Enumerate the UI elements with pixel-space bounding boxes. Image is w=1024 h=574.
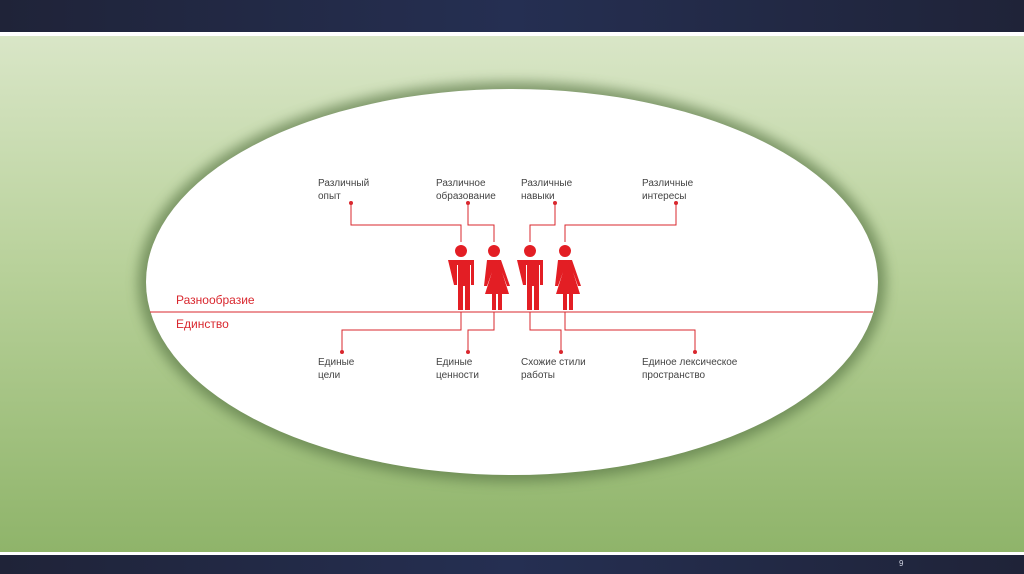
top-label: навыки — [521, 191, 555, 202]
bottom-label: Схожие стили — [521, 357, 586, 368]
man-head-icon — [455, 245, 467, 257]
woman-head-icon — [559, 245, 571, 257]
bottom-label: Единое лексическое — [642, 357, 738, 368]
connector-top — [529, 203, 556, 242]
ellipse-frame — [146, 89, 878, 475]
woman-figure-icon — [484, 260, 510, 310]
bottom-label: Единые — [318, 357, 355, 368]
bottom-bar — [0, 555, 1024, 574]
bottom-label: ценности — [436, 370, 479, 381]
top-label: образование — [436, 190, 496, 202]
connector-dot — [559, 350, 563, 354]
top-label: опыт — [318, 191, 341, 202]
connector-dot — [693, 350, 697, 354]
connector-bottom — [467, 312, 495, 352]
connector-dot — [340, 350, 344, 354]
man-figure-icon — [448, 260, 474, 310]
connector-dot — [466, 350, 470, 354]
top-label: интересы — [642, 191, 686, 202]
connector-top — [467, 203, 495, 242]
top-bar — [0, 0, 1024, 32]
connector-top — [350, 203, 462, 242]
axis-bottom-label: Единство — [176, 317, 229, 331]
man-head-icon — [524, 245, 536, 257]
axis-top-label: Разнообразие — [176, 293, 255, 307]
bottom-label: Единые — [436, 357, 473, 368]
top-label: Различные — [642, 178, 694, 189]
top-label: Различный — [318, 178, 369, 189]
connector-bottom — [529, 312, 562, 352]
connector-bottom — [341, 312, 462, 352]
woman-figure-icon — [555, 260, 581, 310]
page-number: 9 — [899, 559, 904, 568]
connector-dot — [553, 201, 557, 205]
connector-top — [564, 203, 677, 242]
connector-dot — [466, 201, 470, 205]
bottom-label: пространство — [642, 370, 706, 381]
connector-dot — [349, 201, 353, 205]
bottom-label: цели — [318, 370, 340, 381]
man-figure-icon — [517, 260, 543, 310]
connector-bottom — [564, 312, 696, 352]
top-label: Различные — [521, 178, 573, 189]
bottom-label: работы — [521, 369, 555, 381]
woman-head-icon — [488, 245, 500, 257]
top-label: Различное — [436, 178, 486, 189]
connector-dot — [674, 201, 678, 205]
